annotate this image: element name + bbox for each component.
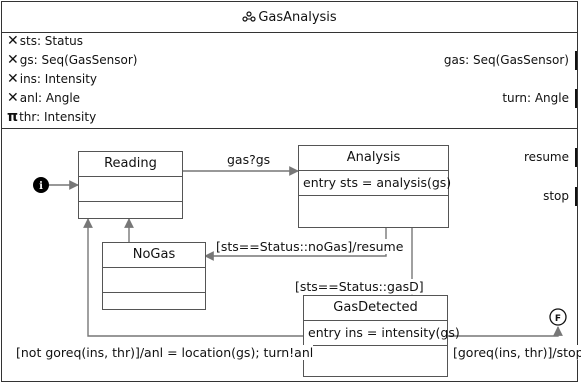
variable-ins[interactable]: ✕ins: Intensity [7, 70, 97, 89]
state-entry-action: entry ins = intensity(gs) [304, 321, 460, 346]
transition-gasdetected-final[interactable] [448, 326, 563, 337]
variable-gs[interactable]: ✕gs: Seq(GasSensor) [7, 51, 137, 70]
cross-icon: ✕ [7, 90, 19, 106]
pi-icon: π [7, 109, 19, 125]
label-analysis-nogas: [sts==Status::noGas]/resume [216, 239, 404, 254]
label-analysis-gasdetected: [sts==Status::gasD] [295, 279, 424, 294]
state-analysis[interactable]: Analysis entry sts = analysis(gs) [298, 145, 451, 228]
state-compartment [103, 268, 205, 293]
label-gasdetected-reading: [not goreq(ins, thr)]/anl = location(gs)… [16, 345, 314, 360]
state-compartment [103, 293, 205, 317]
state-compartment [299, 196, 448, 220]
svg-text:F: F [555, 314, 561, 324]
state-gasdetected[interactable]: GasDetected entry ins = intensity(gs) [303, 295, 460, 377]
initial-state-icon[interactable]: i [33, 177, 49, 193]
final-state-icon[interactable]: F [549, 308, 567, 326]
title-bar: GasAnalysis [2, 2, 577, 33]
transition-analysis-nogas[interactable] [204, 228, 387, 261]
state-name: GasDetected [304, 296, 447, 321]
cross-icon: ✕ [7, 52, 19, 68]
variable-label: sts: Status [19, 34, 84, 48]
state-name: Analysis [299, 146, 448, 171]
transition-gasdetected-reading[interactable] [83, 218, 303, 337]
state-compartment [79, 177, 182, 202]
label-gasdetected-final: [goreq(ins, thr)]/stop [453, 345, 581, 360]
robotic-platform-icon [242, 10, 256, 25]
state-reading[interactable]: Reading [78, 151, 183, 219]
machine-title: GasAnalysis [258, 9, 337, 25]
state-nogas[interactable]: NoGas [102, 242, 206, 310]
variable-label: anl: Angle [19, 91, 81, 105]
event-gas[interactable]: gas: Seq(GasSensor) [444, 51, 577, 70]
variable-anl[interactable]: ✕anl: Angle [7, 89, 80, 108]
state-compartment [304, 346, 447, 370]
constant-thr[interactable]: πthr: Intensity [7, 108, 96, 127]
variable-label: thr: Intensity [19, 110, 97, 124]
svg-text:i: i [39, 181, 43, 192]
state-entry-action: entry sts = analysis(gs) [299, 171, 451, 196]
state-name: Reading [79, 152, 182, 177]
state-name: NoGas [103, 243, 205, 268]
variable-sts[interactable]: ✕sts: Status [7, 32, 83, 51]
cross-icon: ✕ [7, 33, 19, 49]
declarations-panel: ✕sts: Status ✕gs: Seq(GasSensor) ✕ins: I… [2, 32, 577, 129]
state-compartment [79, 202, 182, 226]
cross-icon: ✕ [7, 71, 19, 87]
variable-label: ins: Intensity [19, 72, 98, 86]
event-stop[interactable]: stop [543, 187, 577, 206]
label-reading-analysis: gas?gs [227, 152, 271, 167]
variable-label: gs: Seq(GasSensor) [19, 53, 138, 67]
event-resume[interactable]: resume [524, 148, 577, 167]
event-turn[interactable]: turn: Angle [502, 89, 577, 108]
